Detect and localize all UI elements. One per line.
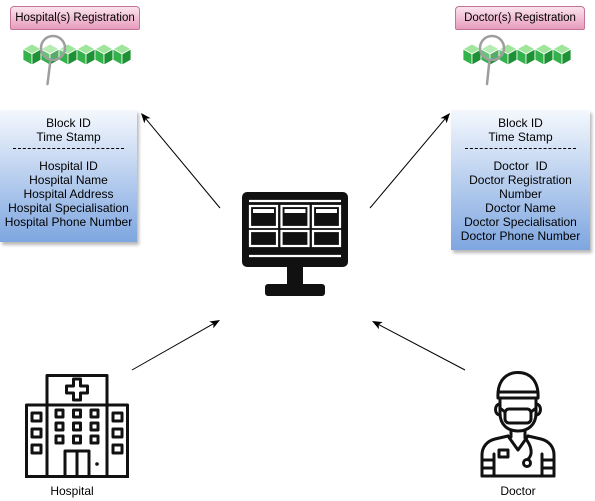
doctor-block-card: Block ID Time Stamp Doctor ID Doctor Reg… xyxy=(451,110,590,250)
hospital-phone-field: Hospital Phone Number xyxy=(4,215,133,229)
hospital-address-field: Hospital Address xyxy=(23,187,114,201)
doctor-id-field: Doctor ID xyxy=(493,159,548,173)
hospital-building-icon xyxy=(25,374,129,478)
dashed-divider xyxy=(13,148,124,149)
doctor-icon xyxy=(480,371,556,478)
arrow-doctor-to-system xyxy=(372,321,466,371)
block-id-label: Block ID xyxy=(498,116,543,130)
time-stamp-label: Time Stamp xyxy=(36,130,101,144)
hospital-id-field: Hospital ID xyxy=(39,159,98,173)
doctor-registration-label: Doctor(s) Registration xyxy=(455,6,585,30)
arrow-hospital-to-system xyxy=(131,320,220,371)
chain-blocks xyxy=(22,43,132,66)
hospital-specialisation-field: Hospital Specialisation xyxy=(8,201,129,215)
time-stamp-label: Time Stamp xyxy=(488,130,553,144)
block-id-label: Block ID xyxy=(46,116,91,130)
doctor-name-field: Doctor Name xyxy=(485,201,556,215)
magnifier-icon xyxy=(478,34,506,86)
hospital-registration-label: Hospital(s) Registration xyxy=(10,6,140,30)
doctor-specialisation-field: Doctor Specialisation xyxy=(464,215,577,229)
dashed-divider xyxy=(465,148,576,149)
doctor-label: Doctor xyxy=(500,484,536,498)
dashboard-screen xyxy=(248,199,342,258)
blockchain-search-icon xyxy=(462,34,572,86)
doctor-phone-field: Doctor Phone Number xyxy=(460,229,581,243)
magnifier-icon xyxy=(39,34,67,86)
hospital-label: Hospital xyxy=(50,484,94,498)
hospital-name-field: Hospital Name xyxy=(29,173,108,187)
hospital-block-card: Block ID Time Stamp Hospital ID Hospital… xyxy=(0,110,137,242)
doctor-registration-number-field: Doctor Registration Number xyxy=(469,173,576,201)
monitor-icon xyxy=(242,192,348,296)
blockchain-search-icon xyxy=(22,34,132,86)
arrow-system-to-hospital-registration xyxy=(141,113,221,209)
arrow-system-to-doctor-registration xyxy=(369,113,450,209)
